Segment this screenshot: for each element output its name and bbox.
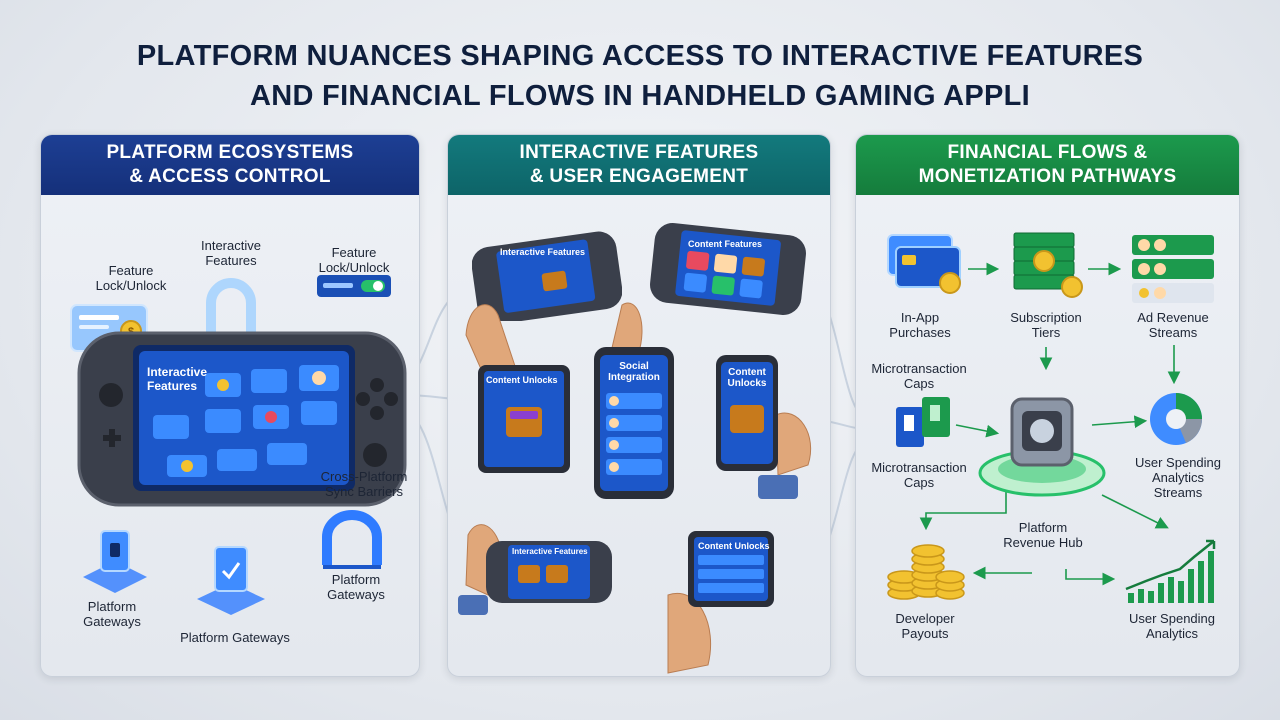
label-line: Analytics bbox=[1151, 470, 1205, 485]
credit-cards-icon bbox=[887, 234, 961, 294]
label-platform-gateways-right: Platform Gateways bbox=[311, 572, 401, 602]
panel-platform-ecosystems: PLATFORM ECOSYSTEMS & ACCESS CONTROL Fea… bbox=[40, 134, 420, 677]
title-line-2: AND FINANCIAL FLOWS IN HANDHELD GAMING A… bbox=[249, 80, 1031, 112]
toggle-icon bbox=[317, 275, 391, 297]
shield-gateway-icon bbox=[197, 546, 265, 615]
label-line: Caps bbox=[903, 475, 935, 490]
panel-header-line-1: INTERACTIVE FEATURES bbox=[519, 142, 759, 163]
label-line: User Spending bbox=[1135, 455, 1221, 470]
page-title: PLATFORM NUANCES SHAPING ACCESS TO INTER… bbox=[0, 36, 1280, 116]
label-line: Interactive bbox=[201, 238, 261, 253]
label-line: Platform bbox=[87, 599, 137, 614]
label-developer-payouts: Developer Payouts bbox=[880, 611, 970, 641]
label-line: Caps bbox=[903, 376, 935, 391]
label-line: Streams bbox=[1153, 485, 1203, 500]
tablet-a-title: Content Unlocks bbox=[486, 375, 558, 385]
caps-blocks-icon bbox=[896, 397, 950, 447]
flow-arrows bbox=[919, 262, 1181, 586]
handheld-console-device bbox=[77, 331, 407, 507]
tablet-a-device bbox=[478, 365, 570, 473]
label-cross-platform: Cross-Platform Sync Barriers bbox=[309, 469, 419, 499]
panel-financial-flows: FINANCIAL FLOWS & MONETIZATION PATHWAYS bbox=[855, 134, 1240, 677]
label-ad-revenue: Ad Revenue Streams bbox=[1128, 310, 1218, 340]
coins-stack-icon bbox=[887, 544, 965, 600]
subscription-stack-icon bbox=[1013, 232, 1083, 298]
phone-unlocks-device bbox=[716, 355, 778, 471]
pie-chart-icon bbox=[1150, 393, 1202, 445]
panel-header: PLATFORM ECOSYSTEMS & ACCESS CONTROL bbox=[41, 135, 419, 195]
label-line: User Spending bbox=[1129, 611, 1215, 626]
label-platform-gateways-left: Platform Gateways bbox=[67, 599, 157, 629]
label-line: Subscription bbox=[1010, 310, 1082, 325]
label-line: Integration bbox=[608, 372, 660, 383]
padlock-gateway-icon bbox=[83, 530, 147, 593]
label-feature-lock-left: Feature Lock/Unlock bbox=[81, 263, 181, 293]
label-user-spending-top: User Spending Analytics Streams bbox=[1118, 455, 1238, 500]
title-line-1: PLATFORM NUANCES SHAPING ACCESS TO INTER… bbox=[136, 40, 1144, 72]
label-line: Cross-Platform bbox=[320, 469, 408, 484]
label-interactive-features: Interactive Features bbox=[181, 238, 281, 268]
label-line: Microtransaction bbox=[871, 361, 967, 376]
label-line: Social bbox=[619, 361, 649, 372]
label-line: Features bbox=[205, 253, 257, 268]
label-line: Platform bbox=[1018, 520, 1068, 535]
device-screen-title: Interactive Features bbox=[147, 365, 237, 393]
label-revenue-hub: Platform Revenue Hub bbox=[988, 520, 1098, 550]
console-b-device bbox=[650, 223, 806, 315]
label-subscription-tiers: Subscription Tiers bbox=[996, 310, 1096, 340]
console-a-device bbox=[472, 231, 622, 321]
label-line: Platform bbox=[331, 572, 381, 587]
spending-bar-chart-icon bbox=[1125, 539, 1216, 603]
label-line: Analytics bbox=[1145, 626, 1199, 641]
label-line: Unlocks bbox=[727, 378, 767, 389]
label-line: Content bbox=[728, 367, 766, 378]
label-line: Features bbox=[147, 379, 198, 393]
label-line: Gateways bbox=[327, 587, 385, 602]
console-c-title: Interactive Features bbox=[512, 547, 588, 556]
gateway-arch-icon bbox=[206, 278, 256, 343]
gateway-arch-icon-small bbox=[322, 510, 382, 569]
label-line: Ad Revenue bbox=[1137, 310, 1209, 325]
label-line: Lock/Unlock bbox=[318, 260, 390, 275]
label-line: Payouts bbox=[901, 626, 949, 641]
panel-header-line-1: FINANCIAL FLOWS & bbox=[947, 142, 1148, 163]
panel-header-line-2: & ACCESS CONTROL bbox=[129, 166, 331, 187]
console-c-device bbox=[486, 541, 612, 603]
label-line: Sync Barriers bbox=[324, 484, 404, 499]
label-feature-lock-right: Feature Lock/Unlock bbox=[309, 245, 399, 275]
label-line: Gateways bbox=[83, 614, 141, 629]
panel-header-line-2: MONETIZATION PATHWAYS bbox=[918, 166, 1177, 187]
panel-header: INTERACTIVE FEATURES & USER ENGAGEMENT bbox=[448, 135, 830, 195]
label-line: Revenue Hub bbox=[1003, 535, 1083, 550]
label-user-spending-bottom: User Spending Analytics bbox=[1112, 611, 1232, 641]
label-platform-gateways-mid: Platform Gateways bbox=[180, 630, 290, 645]
panel-header-line-2: & USER ENGAGEMENT bbox=[529, 166, 749, 187]
console-a-title: Interactive Features bbox=[500, 247, 586, 257]
tablet-b-device bbox=[688, 531, 774, 607]
panel-interactive-features: INTERACTIVE FEATURES & USER ENGAGEMENT I… bbox=[447, 134, 831, 677]
console-b-title: Content Features bbox=[688, 239, 763, 249]
hands-illustration bbox=[458, 302, 812, 674]
label-line: Purchases bbox=[889, 325, 951, 340]
phone-unlocks-title: Content Unlocks bbox=[720, 367, 774, 389]
label-line: Developer bbox=[895, 611, 955, 626]
label-line: Microtransaction bbox=[871, 460, 967, 475]
panel-header-line-1: PLATFORM ECOSYSTEMS bbox=[106, 142, 354, 163]
phone-social-title: Social Integration bbox=[602, 361, 666, 383]
label-line: Feature bbox=[108, 263, 154, 278]
label-in-app-purchases: In-App Purchases bbox=[880, 310, 960, 340]
label-line: Streams bbox=[1148, 325, 1198, 340]
label-line: Feature bbox=[331, 245, 377, 260]
label-line: In-App bbox=[900, 310, 940, 325]
tablet-b-title: Content Unlocks bbox=[698, 541, 770, 551]
label-micro-caps-bottom: Microtransaction Caps bbox=[864, 460, 974, 490]
label-line: Interactive bbox=[147, 365, 208, 379]
panel-header: FINANCIAL FLOWS & MONETIZATION PATHWAYS bbox=[856, 135, 1239, 195]
label-micro-caps-top: Microtransaction Caps bbox=[864, 361, 974, 391]
phone-social-device bbox=[594, 347, 674, 499]
ad-revenue-list-icon bbox=[1132, 235, 1214, 303]
label-line: Lock/Unlock bbox=[95, 278, 167, 293]
revenue-hub-icon bbox=[978, 397, 1106, 497]
label-line: Tiers bbox=[1031, 325, 1061, 340]
